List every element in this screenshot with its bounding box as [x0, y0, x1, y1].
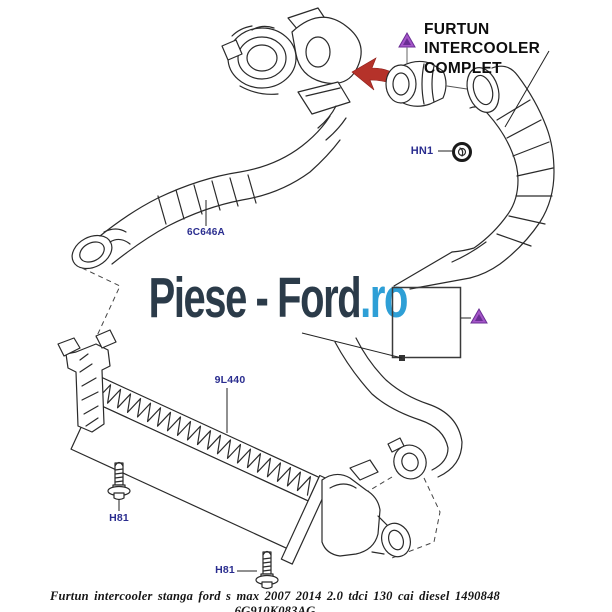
page-caption: Furtun intercooler stanga ford s max 200…: [50, 589, 500, 612]
leader-lines: [118, 50, 550, 572]
callout-label-left-hose: 6C646A: [187, 227, 225, 238]
watermark: Piese - Ford.ro: [143, 268, 414, 333]
watermark-main-text: Piese - Ford: [148, 266, 362, 330]
hose-hidden-walls: [393, 251, 471, 290]
callout-box: [301, 286, 471, 361]
watermark-tld-text: .ro: [360, 266, 408, 330]
purple-triangle-marker: [398, 31, 416, 64]
turbocharger-drawing: [221, 7, 362, 115]
intercooler-hose-drawing: [331, 65, 555, 559]
callout-label-bolt-rear: H81: [215, 564, 235, 576]
callout-label-intercooler: 9L440: [214, 374, 246, 386]
intercooler-drawing: [57, 329, 411, 565]
bolt-icon: [255, 550, 279, 590]
left-hose-drawing: [71, 105, 347, 339]
purple-triangle-marker: [470, 307, 488, 324]
diagram-title-line2: COMPLET: [424, 59, 502, 77]
bolt-icon: [107, 461, 131, 501]
nut-icon: [452, 142, 472, 162]
callout-label-hn1: HN1: [410, 145, 434, 157]
diagram-title: FURTUN INTERCOOLER COMPLET: [424, 20, 599, 78]
hose-connector-drawing: [385, 60, 468, 107]
callout-label-bolt-front: H81: [109, 512, 129, 524]
diagram-title-line1: FURTUN INTERCOOLER: [424, 21, 541, 58]
